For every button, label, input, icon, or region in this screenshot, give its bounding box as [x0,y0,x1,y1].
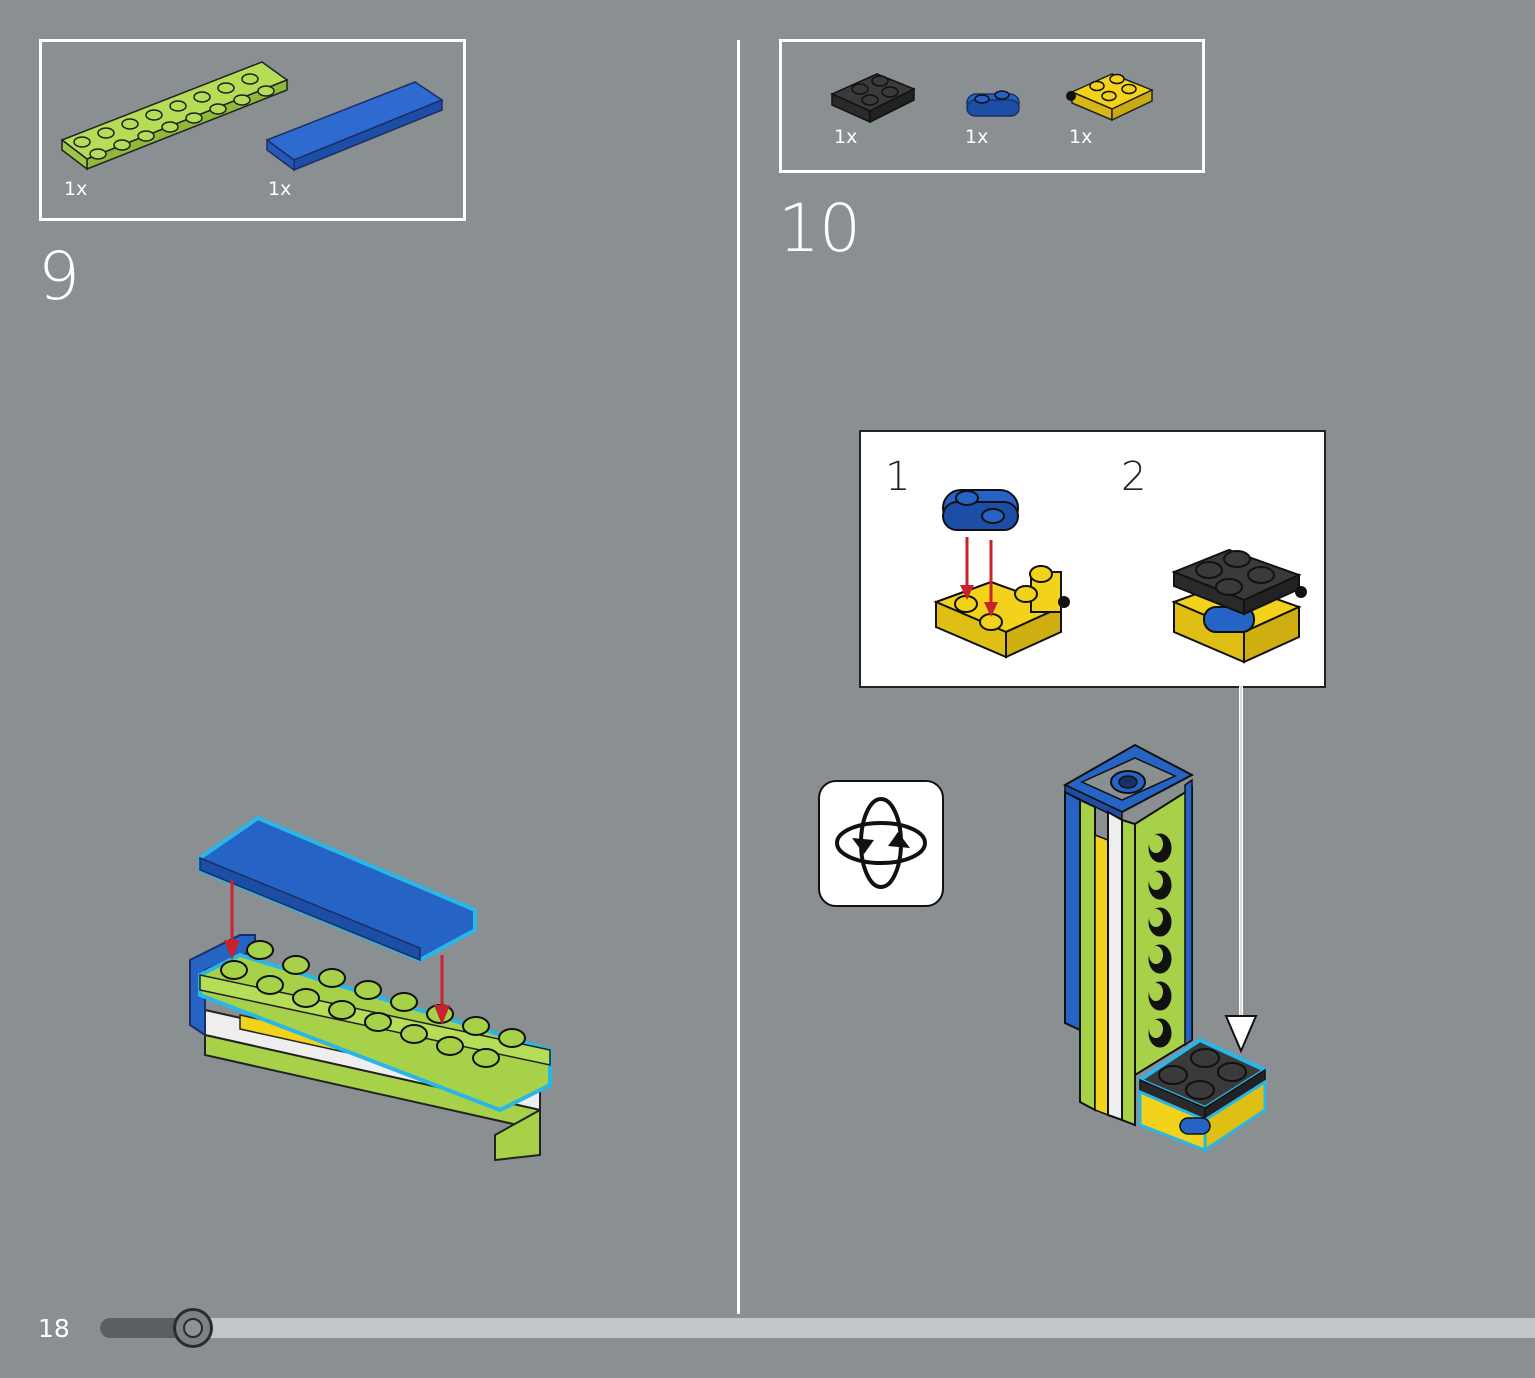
lime-plate-2x8-icon [60,61,289,171]
rotate-model-icon [818,780,944,907]
quantity-label: 1x [64,178,88,200]
substep-number: 2 [1121,454,1147,500]
step-number: 9 [38,238,80,315]
quantity-label: 1x [268,178,292,200]
substep-number: 1 [885,454,911,500]
step-10-assembly-illustration [1062,743,1270,1153]
step-divider [737,40,740,1314]
substep-1-illustration [933,489,1070,659]
quantity-label: 1x [834,126,858,148]
page-number: 18 [38,1314,70,1343]
yellow-bracket-plate-icon [1066,73,1154,122]
callout-pointer-arrow [1224,686,1258,1054]
progress-track [100,1318,1535,1338]
blue-plate-1x2-icon [966,90,1020,117]
quantity-label: 1x [1069,126,1093,148]
parts-list-step-10: 1x 1x 1x [779,39,1205,173]
parts-list-step-9: 1x 1x [39,39,466,221]
step-9-assembly-illustration [189,815,552,1162]
sub-assembly-callout: 1 2 [859,430,1326,688]
step-number: 10 [778,190,861,267]
blue-tile-2x6-icon [265,81,444,172]
rotation-arrows-icon [835,797,927,889]
progress-fill [100,1318,194,1338]
quantity-label: 1x [965,126,989,148]
progress-knob [173,1308,214,1348]
black-plate-2x2-icon [830,73,916,124]
substep-2-illustration [1171,548,1307,664]
